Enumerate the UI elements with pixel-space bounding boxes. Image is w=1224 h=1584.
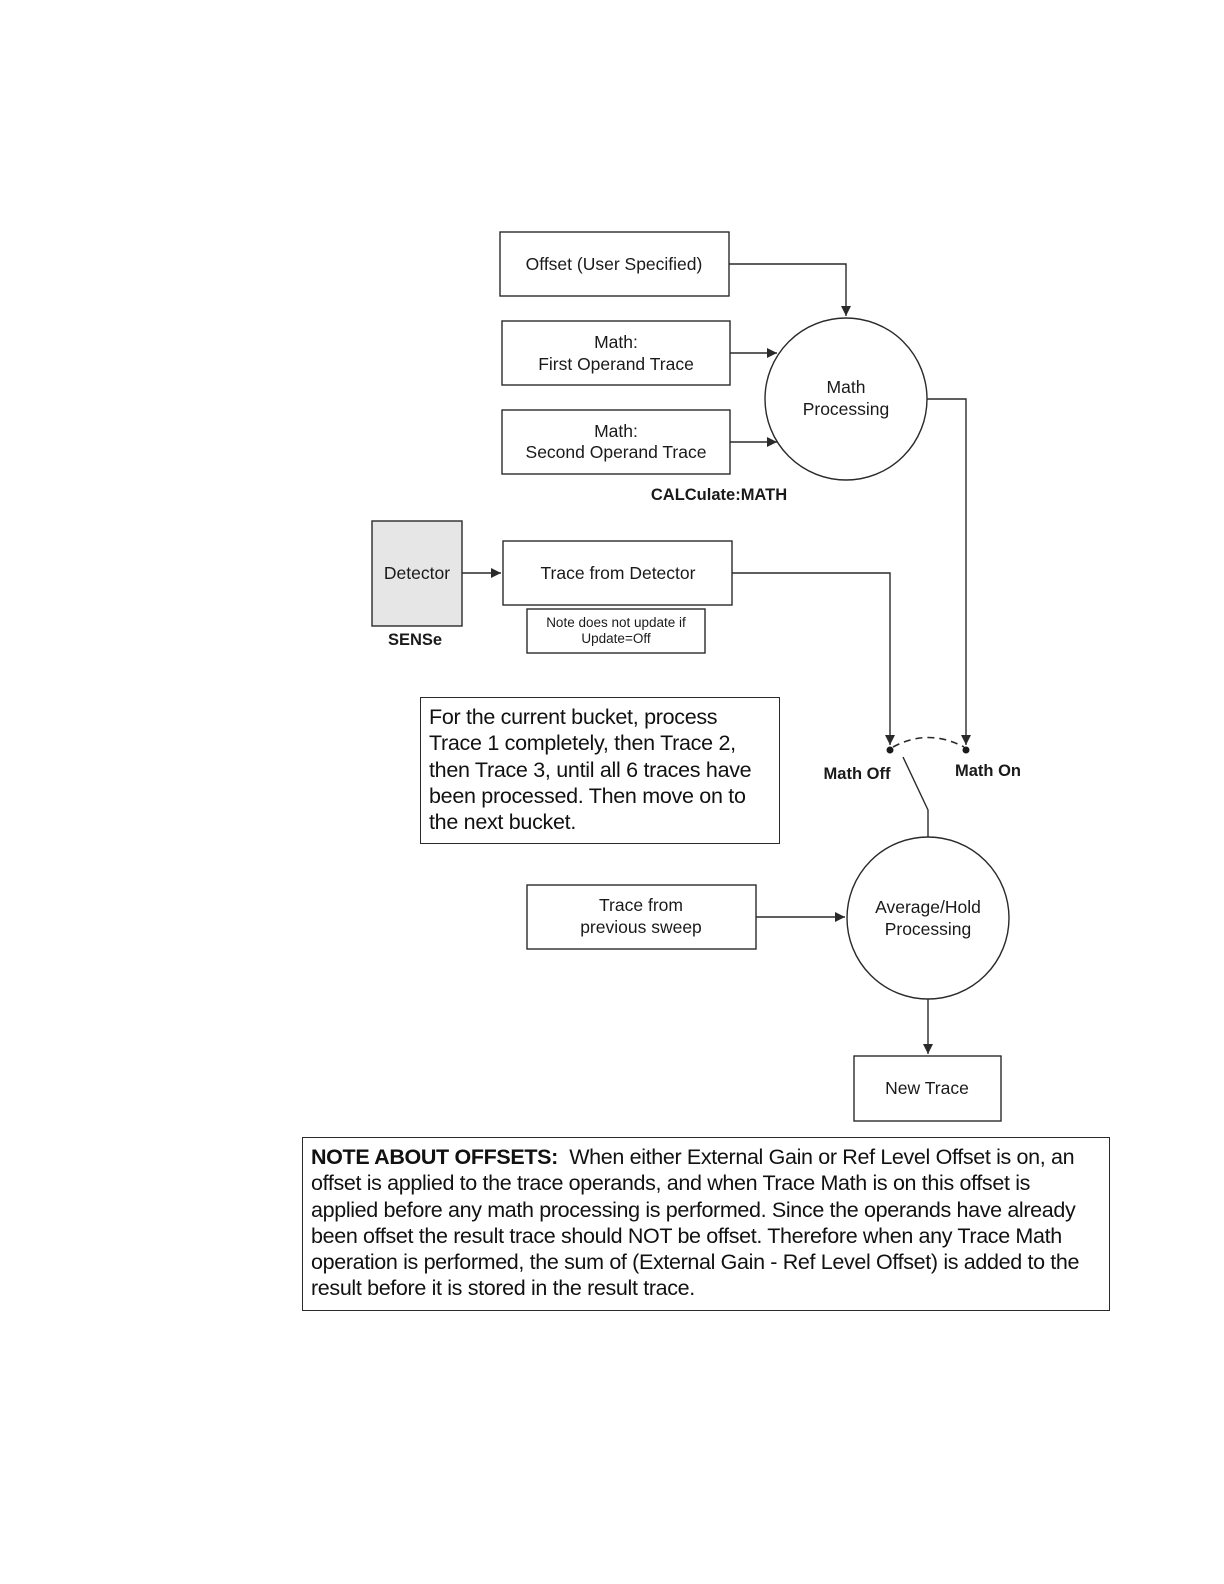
new-trace-box: New Trace (853, 1055, 1002, 1122)
first-operand-label-line2: First Operand Trace (538, 354, 694, 374)
calculate-math-label: CALCulate:MATH (651, 486, 787, 504)
math-processing-label-line1: Math (827, 377, 866, 397)
switch-arm (902, 756, 929, 837)
switch-throw-arc (892, 736, 965, 748)
math-on-contact (962, 746, 970, 754)
second-operand-label-line2: Second Operand Trace (526, 442, 707, 462)
sense-label: SENSe (388, 631, 442, 649)
bucket-processing-text: For the current bucket, process Trace 1 … (429, 705, 752, 835)
offsets-note-box: NOTE ABOUT OFFSETS: When either External… (302, 1137, 1110, 1311)
avg-hold-label-line2: Processing (885, 919, 972, 939)
offset-user-specified-box: Offset (User Specified) (499, 231, 730, 297)
math-processing-label-line2: Processing (803, 399, 890, 419)
detector-block: Detector (371, 520, 463, 627)
second-operand-label-line1: Math: (594, 421, 638, 441)
math-off-contact (886, 746, 894, 754)
first-operand-trace-box: Math: First Operand Trace (501, 320, 731, 386)
update-note-line2: Update=Off (581, 631, 650, 646)
first-operand-label-line1: Math: (594, 332, 638, 352)
edge-offset-to-math (729, 263, 851, 316)
detector-label: Detector (384, 563, 450, 583)
trace-prev-sweep-line1: Trace from (599, 895, 683, 915)
math-on-label: Math On (955, 762, 1021, 780)
update-note-line1: Note does not update if (546, 615, 686, 630)
offsets-note-body: When either External Gain or Ref Level O… (311, 1145, 1080, 1301)
edge-trace-to-math-off (732, 572, 895, 745)
trace-from-detector-box: Trace from Detector (502, 540, 733, 606)
trace-previous-sweep-box: Trace from previous sweep (526, 884, 757, 950)
offsets-note-heading: NOTE ABOUT OFFSETS: (311, 1145, 558, 1169)
math-off-label: Math Off (824, 765, 891, 783)
second-operand-trace-box: Math: Second Operand Trace (501, 409, 731, 475)
trace-prev-sweep-line2: previous sweep (580, 917, 702, 937)
math-processing-node: Math Processing (764, 317, 928, 481)
average-hold-processing-node: Average/Hold Processing (846, 836, 1010, 1000)
avg-hold-label-line1: Average/Hold (875, 897, 981, 917)
new-trace-label: New Trace (885, 1078, 969, 1098)
update-note-box: Note does not update if Update=Off (526, 608, 706, 654)
offset-box-label: Offset (User Specified) (526, 254, 703, 274)
edge-math-to-math-on (927, 398, 971, 745)
offsets-note-text: NOTE ABOUT OFFSETS: When either External… (311, 1144, 1101, 1302)
bucket-processing-note: For the current bucket, process Trace 1 … (420, 697, 780, 844)
trace-from-detector-label: Trace from Detector (541, 563, 696, 583)
